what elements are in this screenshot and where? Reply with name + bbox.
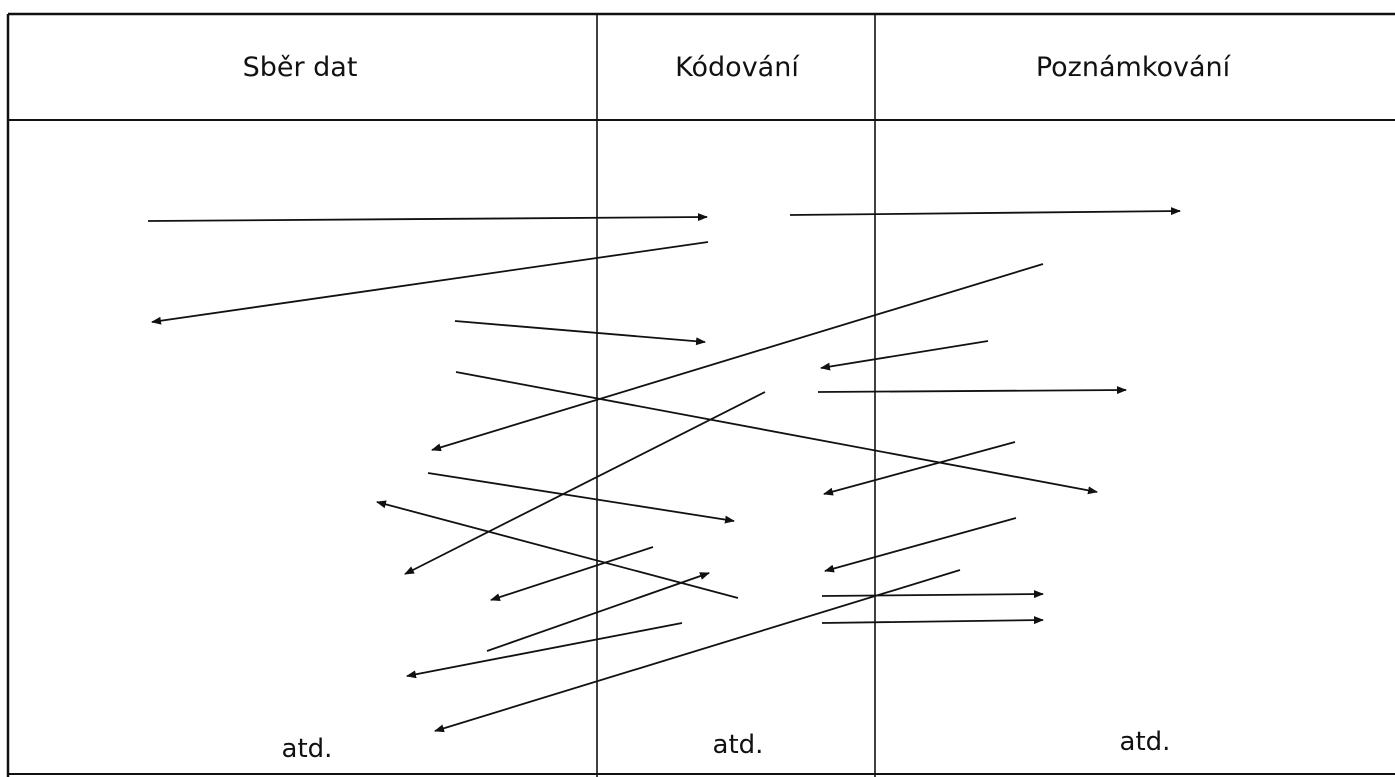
- arrow: [817, 386, 1127, 395]
- arrow: [431, 263, 1044, 452]
- column-header-annotation: Poznámkování: [1036, 52, 1232, 83]
- arrow: [490, 546, 654, 602]
- arrow: [404, 391, 766, 575]
- column-footer-coding: atd.: [713, 730, 764, 760]
- column-footer-data-collection: atd.: [282, 734, 333, 764]
- arrow: [821, 616, 1044, 625]
- arrow: [455, 371, 1098, 495]
- arrow: [824, 517, 1017, 573]
- arrow: [406, 622, 683, 679]
- column-header-data-collection: Sběr dat: [243, 52, 358, 83]
- arrow: [823, 441, 1016, 496]
- arrow: [434, 569, 961, 733]
- arrow: [486, 572, 710, 652]
- arrow: [821, 590, 1044, 599]
- arrow: [376, 500, 739, 599]
- column-footer-annotation: atd.: [1120, 727, 1171, 757]
- arrow: [151, 241, 709, 325]
- arrow: [820, 340, 989, 371]
- arrow: [427, 472, 735, 524]
- arrow-group: [147, 207, 1181, 733]
- table-frame: [6, 12, 1395, 777]
- arrow: [789, 207, 1181, 216]
- arrow: [454, 320, 706, 346]
- arrow: [147, 213, 708, 222]
- column-header-coding: Kódování: [675, 52, 800, 83]
